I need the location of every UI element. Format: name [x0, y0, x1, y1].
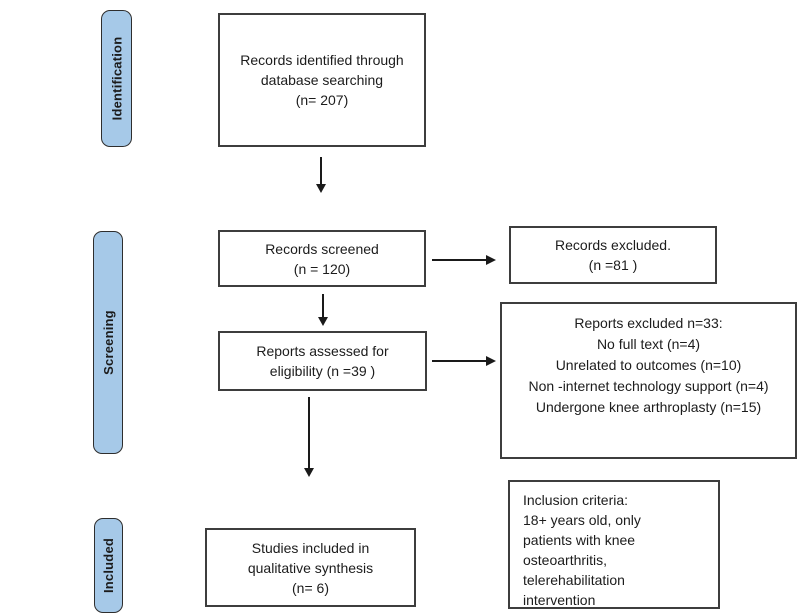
arrow-down-line [320, 157, 322, 185]
box-records-excluded-line: Records excluded. [555, 237, 671, 253]
box-inclusion-criteria-line: osteoarthritis, [523, 552, 608, 568]
arrow-down-line [308, 397, 310, 469]
box-studies-included-line: qualitative synthesis [247, 559, 374, 576]
stage-screening-label: Screening [100, 310, 116, 375]
box-inclusion-criteria-line: intervention [523, 592, 596, 608]
box-records-identified-line: (n= 207) [295, 92, 349, 108]
box-records-identified-line: database searching [260, 72, 384, 88]
box-inclusion-criteria-line: Inclusion criteria: [523, 492, 629, 508]
stage-identification: Identification [101, 10, 132, 147]
arrow-right-icon [486, 356, 496, 366]
stage-identification-label: Identification [109, 36, 125, 121]
arrow-down-icon [318, 317, 328, 326]
box-reports-excluded-line: Undergone knee arthroplasty (n=15) [535, 399, 762, 415]
box-inclusion-criteria-line: telerehabilitation [523, 572, 625, 588]
box-inclusion-criteria-line: patients with knee [523, 532, 636, 548]
box-reports-excluded-line: Unrelated to outcomes (n=10) [555, 357, 742, 373]
box-reports-assessed: Reports assessed for eligibility (n =39 … [218, 331, 427, 391]
box-reports-assessed-line: eligibility (n =39 ) [269, 363, 376, 379]
box-records-excluded: Records excluded. (n =81 ) [509, 226, 717, 284]
box-studies-included-line: Studies included in [251, 539, 370, 556]
box-records-identified-line: Records identified through [240, 52, 404, 68]
box-reports-excluded-line: No full text (n=4) [596, 336, 701, 352]
box-reports-excluded-line: Reports excluded n=33: [574, 315, 723, 331]
box-records-excluded-line: (n =81 ) [588, 257, 638, 273]
stage-screening: Screening [93, 231, 123, 454]
box-reports-assessed-line: Reports assessed for [256, 343, 389, 359]
box-inclusion-criteria: Inclusion criteria: 18+ years old, only … [508, 480, 720, 609]
arrow-down-icon [304, 468, 314, 477]
box-reports-excluded-line: Non -internet technology support (n=4) [528, 378, 769, 394]
box-reports-excluded: Reports excluded n=33: No full text (n=4… [500, 302, 797, 459]
arrow-right-line [432, 259, 487, 261]
box-studies-included-line: (n= 6) [292, 579, 329, 596]
box-records-screened-line: Records screened [265, 240, 379, 257]
box-studies-included: Studies included in qualitative synthesi… [205, 528, 416, 607]
arrow-right-icon [486, 255, 496, 265]
box-records-screened-line: (n = 120) [293, 260, 351, 277]
arrow-down-line [322, 294, 324, 318]
arrow-down-icon [316, 184, 326, 193]
box-records-identified: Records identified through database sear… [218, 13, 426, 147]
arrow-right-line [432, 360, 487, 362]
box-records-screened: Records screened (n = 120) [218, 230, 426, 287]
stage-included: Included [94, 518, 123, 613]
stage-included-label: Included [101, 537, 116, 594]
box-inclusion-criteria-line: 18+ years old, only [523, 512, 641, 528]
